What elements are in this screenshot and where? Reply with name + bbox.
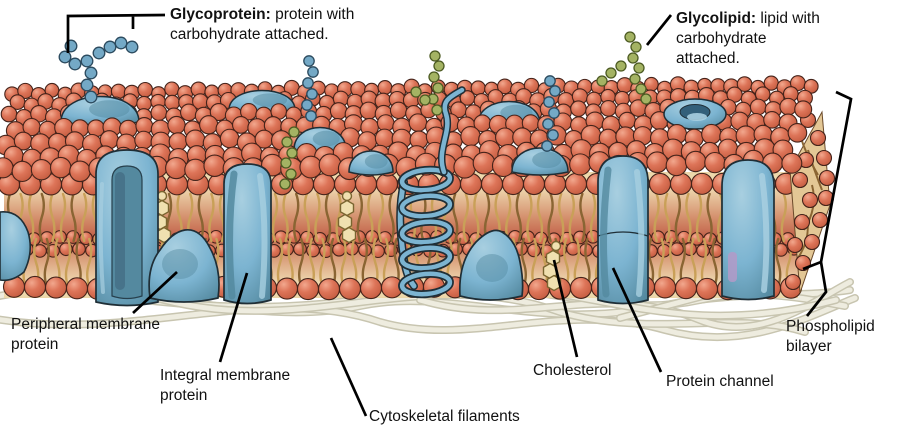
label-cytoskeletal-filaments: Cytoskeletal filaments: [369, 408, 520, 425]
label-glycoprotein-desc: protein with carbohydrate attached.: [170, 6, 355, 43]
label-glycoprotein: Glycoprotein: protein with carbohydrate …: [170, 5, 410, 45]
label-glycoprotein-term: Glycoprotein:: [170, 6, 271, 23]
label-protein-channel: Protein channel: [666, 373, 774, 390]
leader-lines: [66, 13, 853, 417]
alpha-helix: [396, 86, 466, 299]
label-peripheral-membrane-protein: Peripheral membrane protein: [11, 316, 161, 353]
label-cholesterol: Cholesterol: [533, 362, 612, 379]
carbohydrate-chains: [58, 31, 652, 190]
top-surface: [0, 75, 819, 183]
label-glycolipid: Glycolipid: lipid with carbohydrate atta…: [676, 9, 834, 69]
label-phospholipid-bilayer: Phospholipid bilayer: [786, 318, 875, 355]
label-integral-membrane-protein: Integral membrane protein: [160, 367, 291, 404]
membrane-proteins: [0, 149, 775, 307]
label-glycolipid-desc: lipid with carbohydrate attached.: [676, 10, 820, 67]
label-glycolipid-term: Glycolipid:: [676, 10, 757, 27]
